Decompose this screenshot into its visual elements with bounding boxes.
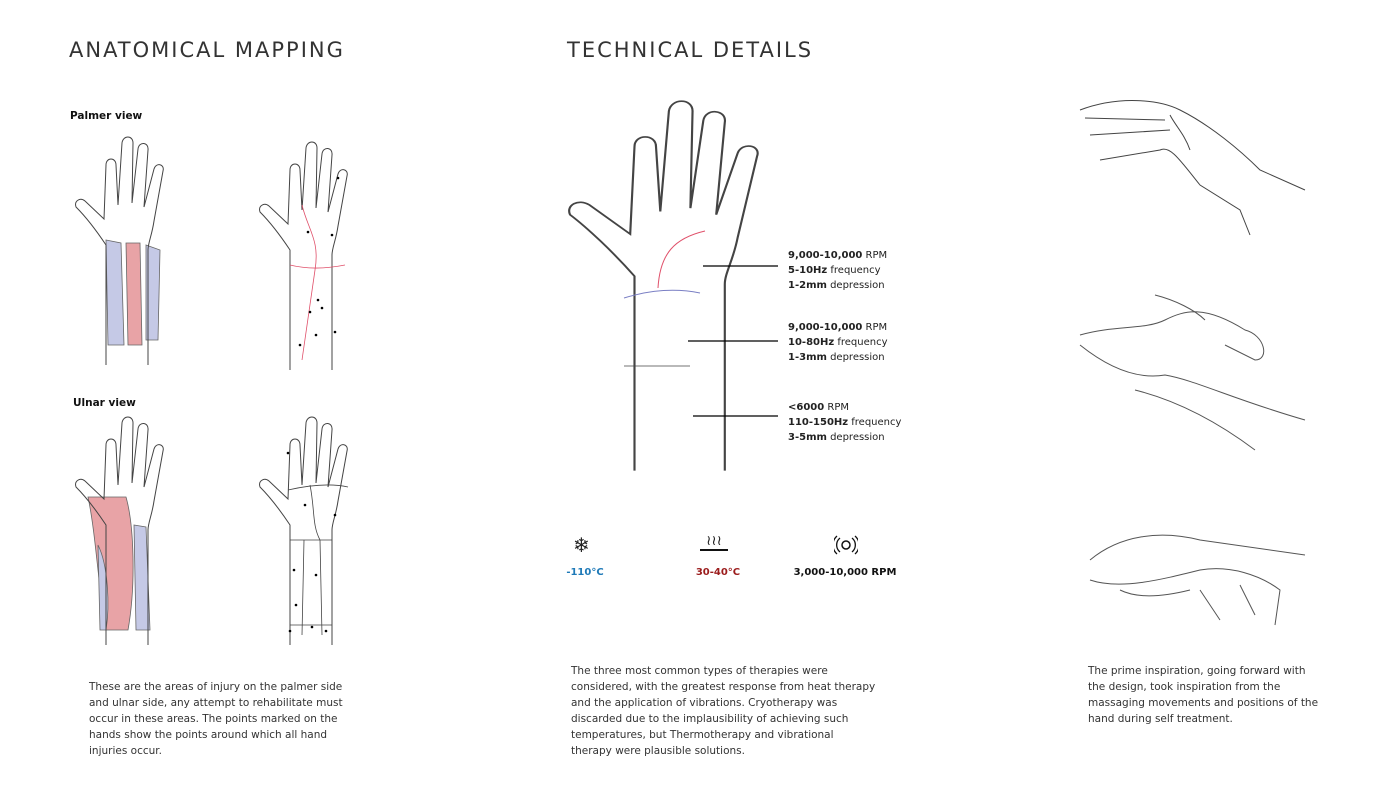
thermotherapy-temp: 30-40°C bbox=[695, 567, 741, 578]
massage-sketch-3 bbox=[1089, 534, 1306, 626]
technical-details-title: TECHNICAL DETAILS bbox=[567, 38, 814, 62]
technical-hand-diagram bbox=[568, 100, 778, 472]
palmer-injury-hand bbox=[75, 136, 164, 365]
vibration-rpm: 3,000-10,000 RPM bbox=[793, 567, 897, 578]
spec-block-1: 9,000-10,000 RPM 5-10Hz frequency 1-2mm … bbox=[788, 250, 888, 291]
heat-icon: ≀≀≀ bbox=[700, 533, 728, 551]
ulnar-view-label: Ulnar view bbox=[73, 397, 136, 409]
spec-block-2: 9,000-10,000 RPM 10-80Hz frequency 1-3mm… bbox=[788, 322, 888, 363]
vibration-icon bbox=[834, 535, 858, 555]
cryotherapy-temp: -110°C bbox=[566, 567, 604, 578]
anatomical-description: These are the areas of injury on the pal… bbox=[89, 681, 343, 757]
anatomical-mapping-title: ANATOMICAL MAPPING bbox=[69, 38, 345, 62]
massage-sketch-2 bbox=[1079, 294, 1306, 451]
spec-block-3: <6000 RPM 110-150Hz frequency 3-5mm depr… bbox=[788, 402, 902, 443]
technical-description: The three most common types of therapies… bbox=[571, 665, 876, 757]
inspiration-description: The prime inspiration, going forward wit… bbox=[1088, 665, 1319, 725]
palmer-view-label: Palmer view bbox=[70, 110, 143, 122]
ulnar-points-hand bbox=[259, 416, 349, 645]
palmer-points-hand bbox=[259, 141, 348, 370]
massage-sketch-1 bbox=[1079, 100, 1306, 236]
snowflake-icon: ❄ bbox=[573, 533, 590, 557]
ulnar-injury-hand bbox=[75, 416, 164, 645]
